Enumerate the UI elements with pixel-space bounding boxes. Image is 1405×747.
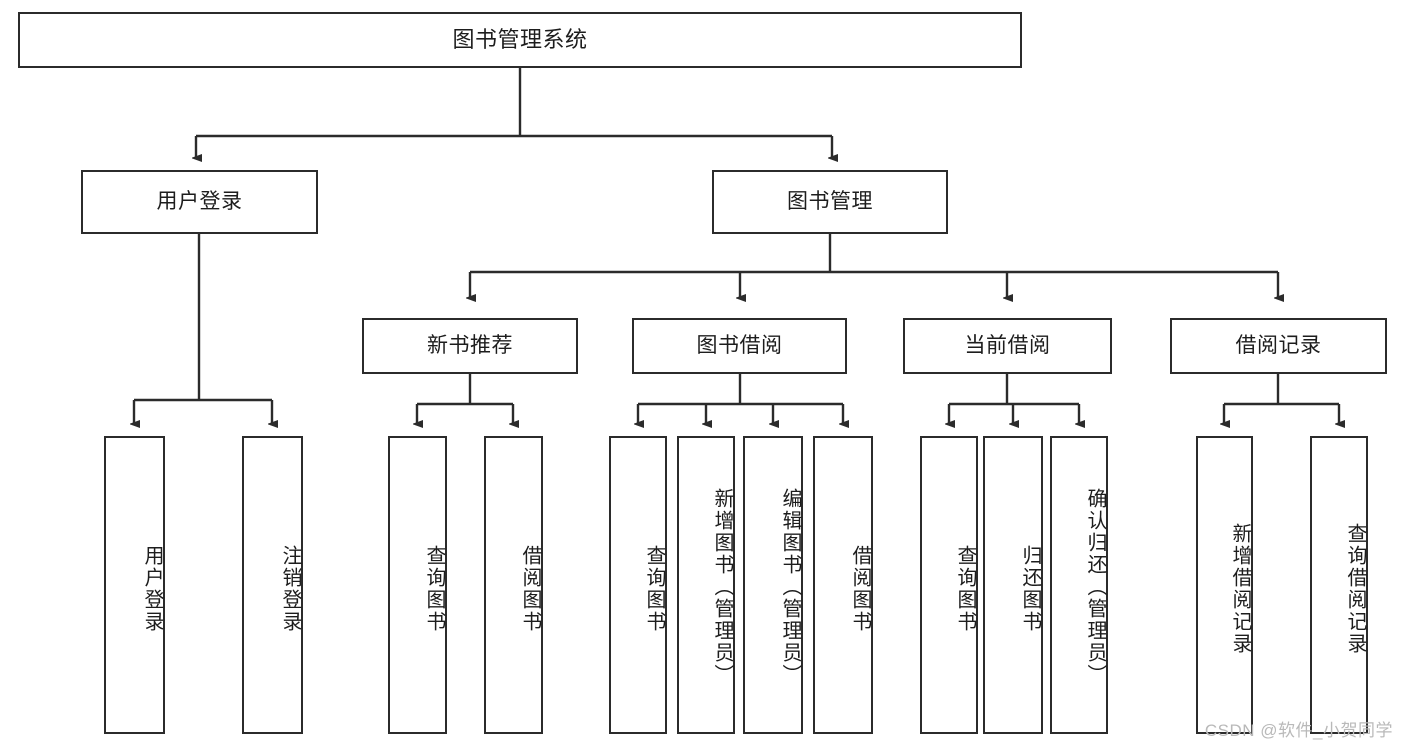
leaf-label: 归还图书 — [1019, 545, 1041, 633]
node-book-borrow[interactable]: 图书借阅 — [632, 318, 847, 374]
leaf-query-books-borrow[interactable]: 查询图书 — [609, 436, 667, 734]
leaf-logout[interactable]: 注销登录 — [242, 436, 303, 734]
leaf-label: 注销登录 — [279, 545, 301, 633]
leaf-borrow-books-recommend[interactable]: 借阅图书 — [484, 436, 543, 734]
node-current-borrow[interactable]: 当前借阅 — [903, 318, 1112, 374]
leaf-edit-book-admin[interactable]: 编辑图书（管理员） — [743, 436, 803, 734]
node-root-system[interactable]: 图书管理系统 — [18, 12, 1022, 68]
leaf-label: 借阅图书 — [849, 545, 871, 633]
leaf-label: 新增借阅记录 — [1229, 523, 1251, 655]
leaf-label: 查询图书 — [643, 545, 665, 633]
node-user-login[interactable]: 用户登录 — [81, 170, 318, 234]
leaf-user-login[interactable]: 用户登录 — [104, 436, 165, 734]
leaf-label: 确认归还（管理员） — [1084, 488, 1106, 686]
leaf-label: 新增图书（管理员） — [711, 488, 733, 686]
leaf-label: 用户登录 — [141, 545, 163, 633]
leaf-query-books-recommend[interactable]: 查询图书 — [388, 436, 447, 734]
leaf-add-borrow-record[interactable]: 新增借阅记录 — [1196, 436, 1253, 734]
leaf-label: 查询图书 — [954, 545, 976, 633]
watermark: CSDN @软件_小贺同学 — [1204, 721, 1393, 740]
leaf-query-borrow-record[interactable]: 查询借阅记录 — [1310, 436, 1368, 734]
leaf-confirm-return-admin[interactable]: 确认归还（管理员） — [1050, 436, 1108, 734]
leaf-label: 借阅图书 — [519, 545, 541, 633]
leaf-label: 查询借阅记录 — [1344, 523, 1366, 655]
leaf-label: 查询图书 — [423, 545, 445, 633]
leaf-label: 编辑图书（管理员） — [779, 488, 801, 686]
leaf-borrow-books[interactable]: 借阅图书 — [813, 436, 873, 734]
leaf-add-book-admin[interactable]: 新增图书（管理员） — [677, 436, 735, 734]
leaf-return-books[interactable]: 归还图书 — [983, 436, 1043, 734]
node-new-book-recommend[interactable]: 新书推荐 — [362, 318, 578, 374]
node-book-management[interactable]: 图书管理 — [712, 170, 948, 234]
leaf-query-books-current[interactable]: 查询图书 — [920, 436, 978, 734]
node-borrow-records[interactable]: 借阅记录 — [1170, 318, 1387, 374]
